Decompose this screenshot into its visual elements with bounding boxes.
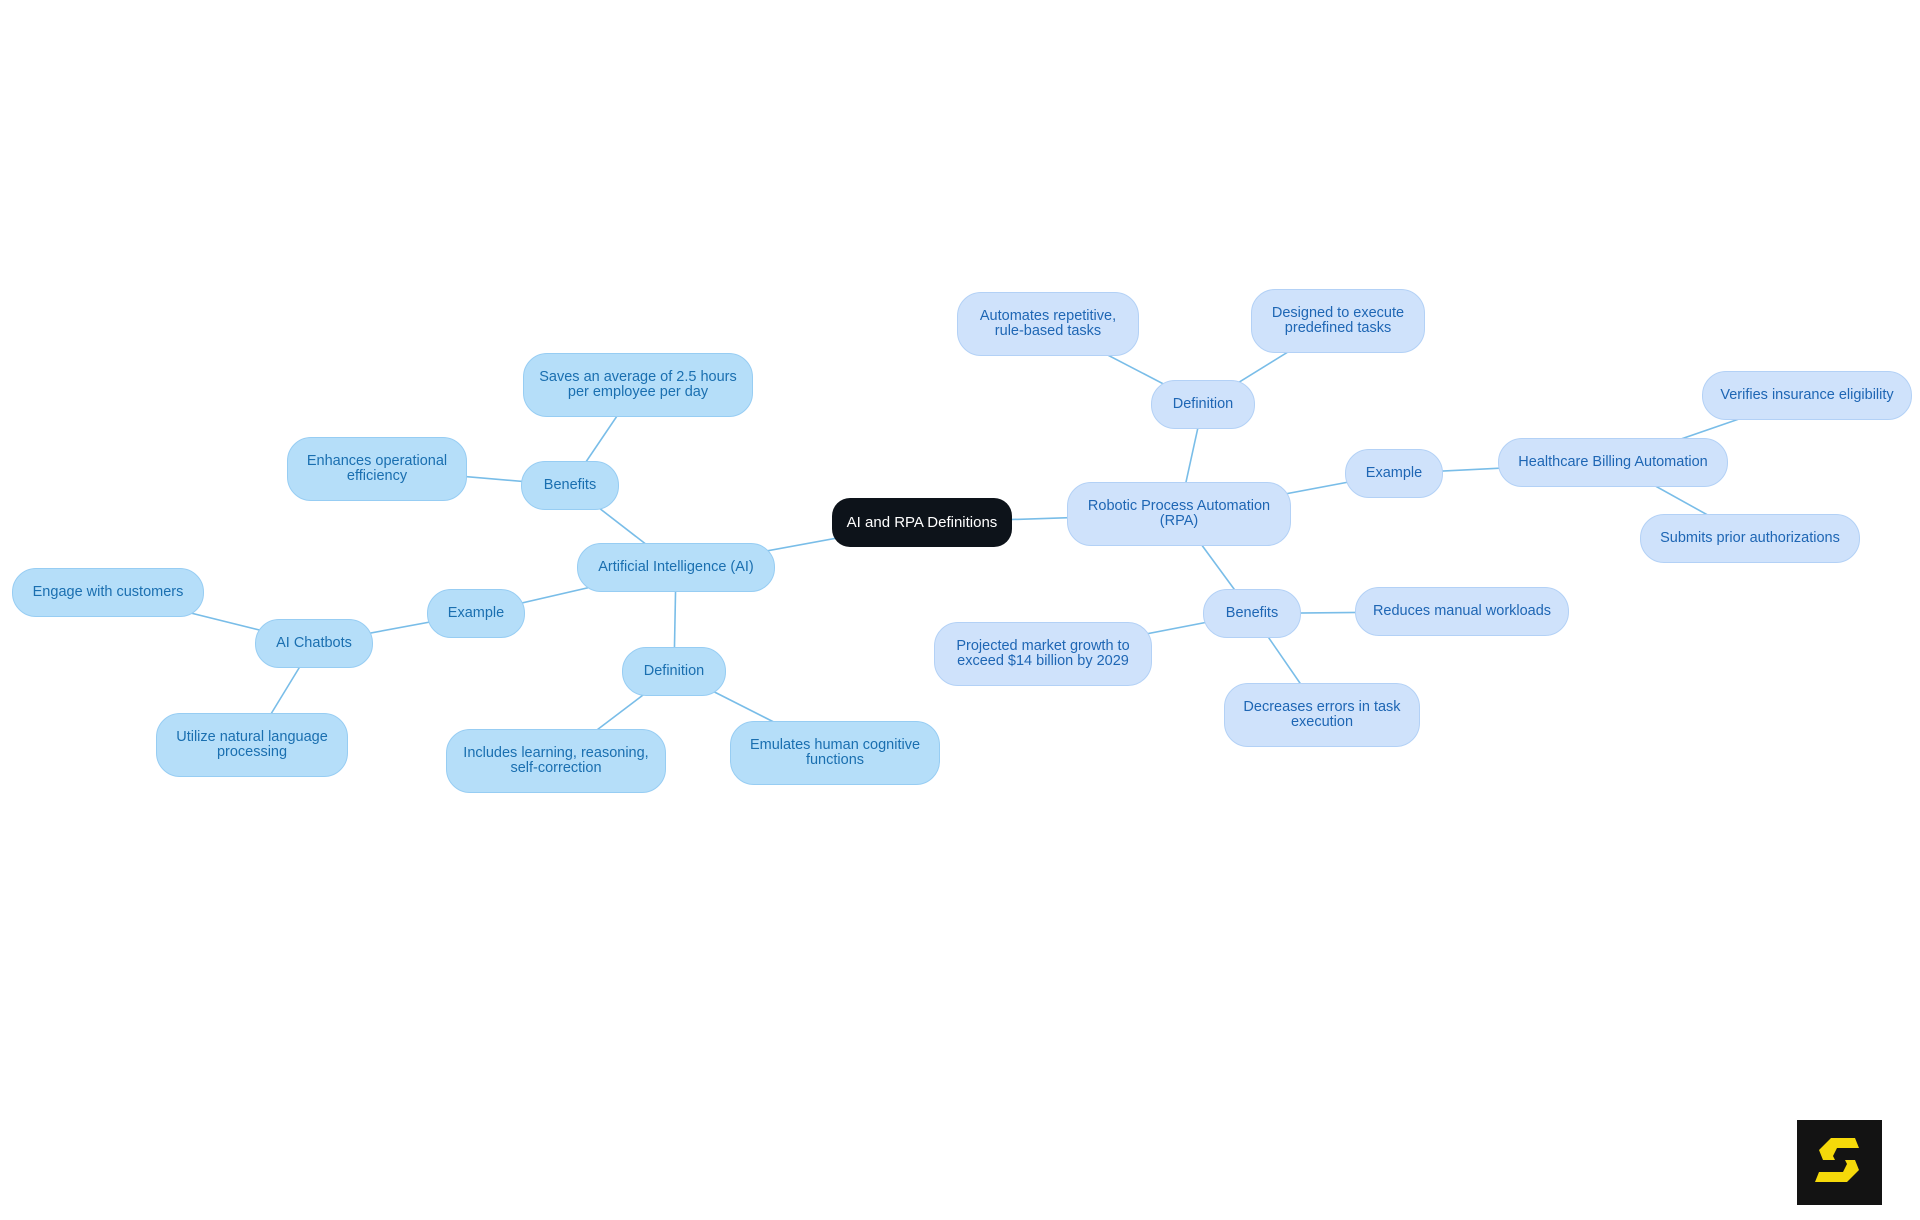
rpa-benefit-errors[interactable]: Decreases errors in task execution <box>1224 683 1420 747</box>
rpa-node[interactable]: Robotic Process Automation (RPA) <box>1067 482 1291 546</box>
rpa-billing-node[interactable]: Healthcare Billing Automation <box>1498 438 1728 487</box>
chatbots-nlp-node[interactable]: Utilize natural language processing <box>156 713 348 777</box>
ai-definition-cognitive[interactable]: Emulates human cognitive functions <box>730 721 940 785</box>
brand-logo-icon <box>1815 1138 1859 1182</box>
ai-benefit-efficiency[interactable]: Enhances operational efficiency <box>287 437 467 501</box>
rpa-example-node[interactable]: Example <box>1345 449 1443 498</box>
ai-benefits-node[interactable]: Benefits <box>521 461 619 510</box>
chatbots-engage-node[interactable]: Engage with customers <box>12 568 204 617</box>
rpa-benefits-node[interactable]: Benefits <box>1203 589 1301 638</box>
billing-insurance-node[interactable]: Verifies insurance eligibility <box>1702 371 1912 420</box>
ai-node[interactable]: Artificial Intelligence (AI) <box>577 543 775 592</box>
ai-definition-node[interactable]: Definition <box>622 647 726 696</box>
root-node[interactable]: AI and RPA Definitions <box>832 498 1012 547</box>
rpa-benefit-market[interactable]: Projected market growth to exceed $14 bi… <box>934 622 1152 686</box>
ai-definition-learning[interactable]: Includes learning, reasoning, self-corre… <box>446 729 666 793</box>
rpa-definition-node[interactable]: Definition <box>1151 380 1255 429</box>
rpa-benefit-workloads[interactable]: Reduces manual workloads <box>1355 587 1569 636</box>
ai-benefit-time-saved[interactable]: Saves an average of 2.5 hours per employ… <box>523 353 753 417</box>
billing-authorizations-node[interactable]: Submits prior authorizations <box>1640 514 1860 563</box>
ai-example-node[interactable]: Example <box>427 589 525 638</box>
rpa-definition-predefined[interactable]: Designed to execute predefined tasks <box>1251 289 1425 353</box>
ai-chatbots-node[interactable]: AI Chatbots <box>255 619 373 668</box>
brand-logo <box>1797 1120 1882 1205</box>
rpa-definition-repetitive[interactable]: Automates repetitive, rule-based tasks <box>957 292 1139 356</box>
